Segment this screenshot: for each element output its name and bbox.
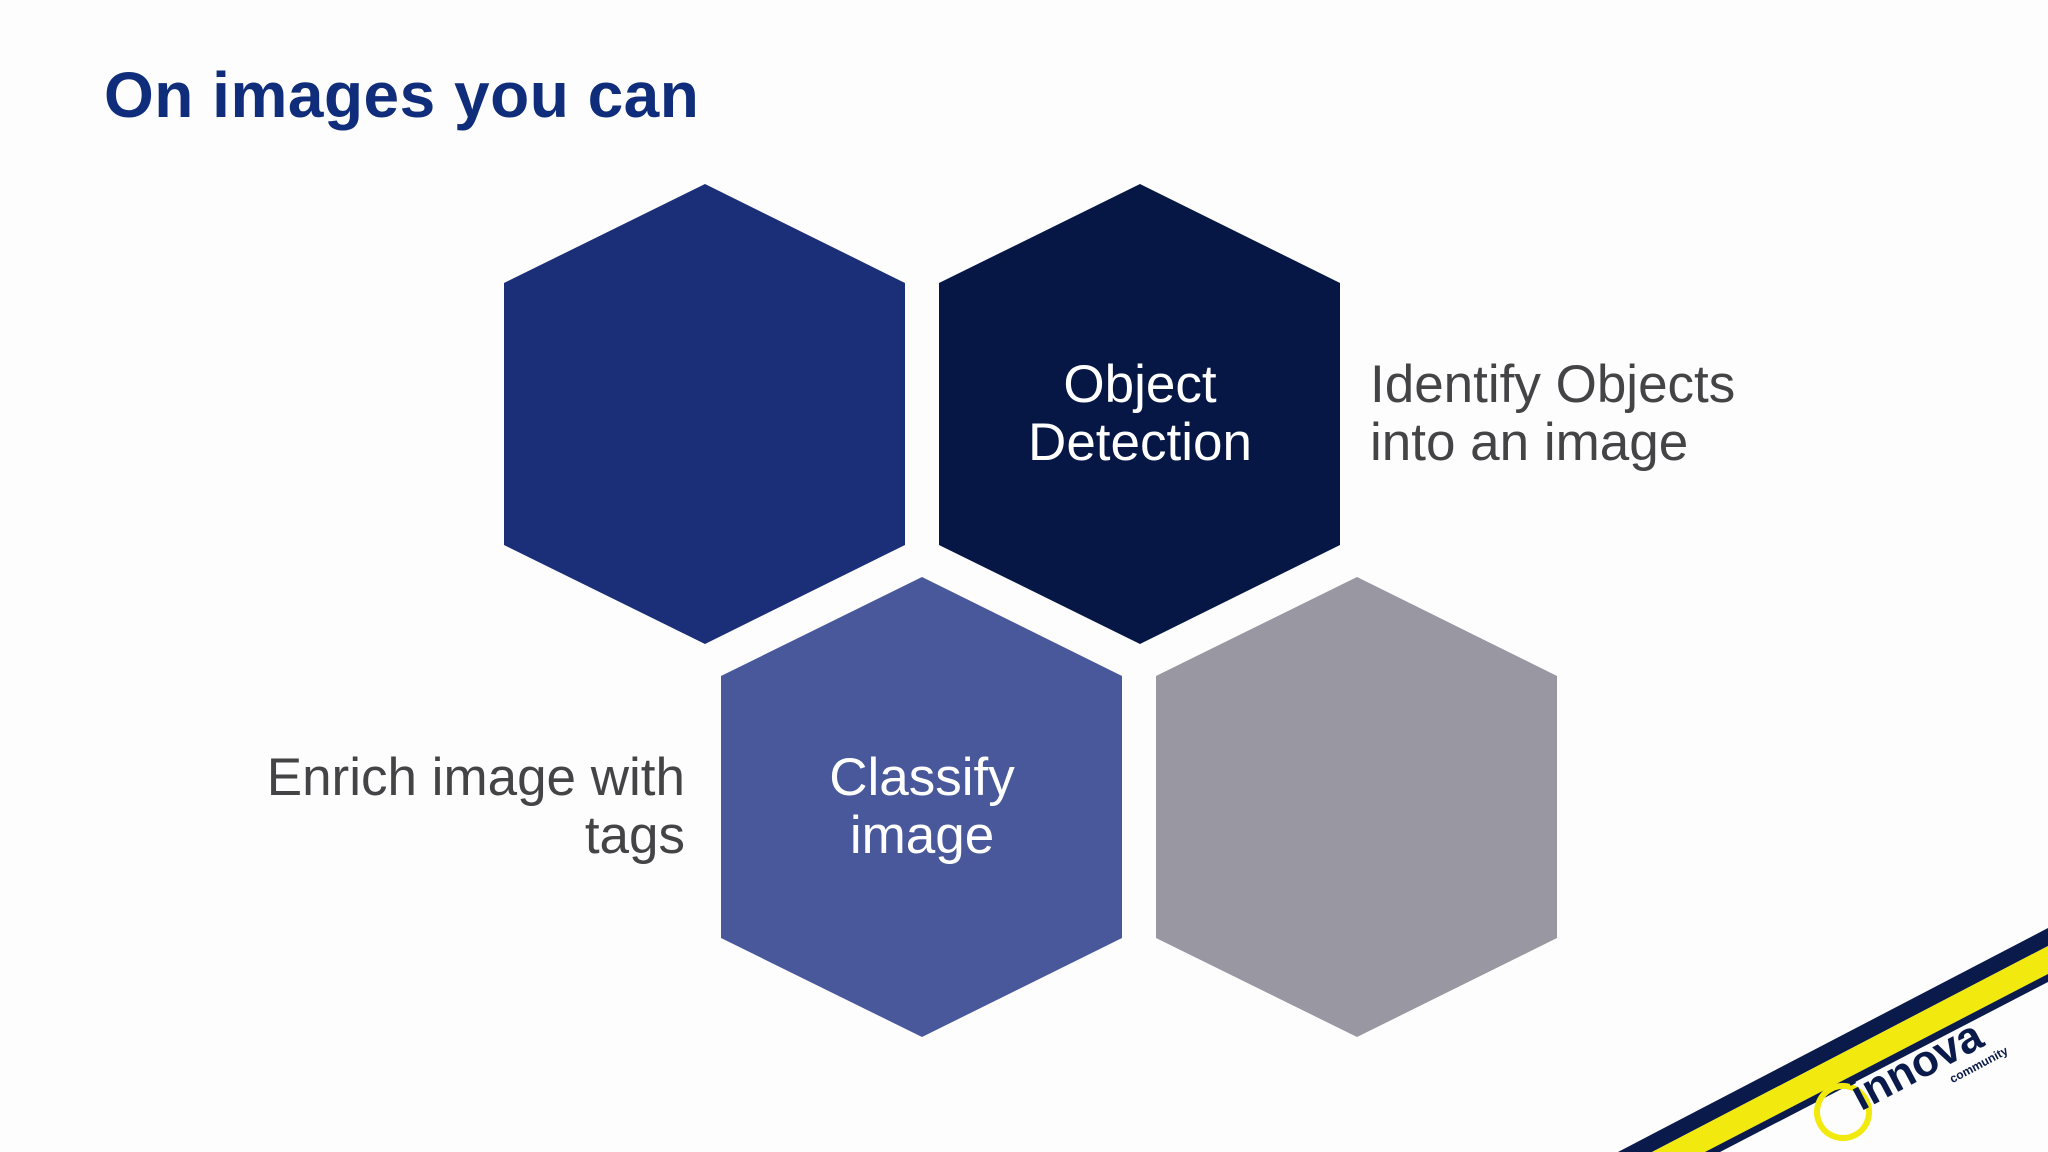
hex-classify-image-label-2: image — [850, 806, 994, 865]
hex-object-detection-label-2: Detection — [1028, 413, 1252, 472]
hex-object-detection — [939, 184, 1340, 644]
corner-stripe-yellow — [1652, 946, 2048, 1152]
corner-stripe-navy — [1618, 928, 2048, 1152]
hex-bottom-right — [1156, 577, 1557, 1037]
object-detection-description-2: into an image — [1370, 413, 1688, 472]
hex-classify-image-label-1: Classify — [829, 748, 1015, 807]
logo-swirl-icon — [1814, 1082, 1873, 1141]
classify-description-2: tags — [585, 806, 685, 865]
hex-top-left — [504, 184, 905, 644]
slide-title: On images you can — [104, 59, 700, 131]
hex-classify-image — [721, 577, 1122, 1037]
corner-stripes — [1618, 928, 2048, 1152]
object-detection-description-1: Identify Objects — [1370, 355, 1735, 414]
corner-stripe-navy-2 — [1705, 974, 2048, 1152]
classify-description-1: Enrich image with — [267, 748, 685, 807]
hex-object-detection-label-1: Object — [1063, 355, 1216, 414]
